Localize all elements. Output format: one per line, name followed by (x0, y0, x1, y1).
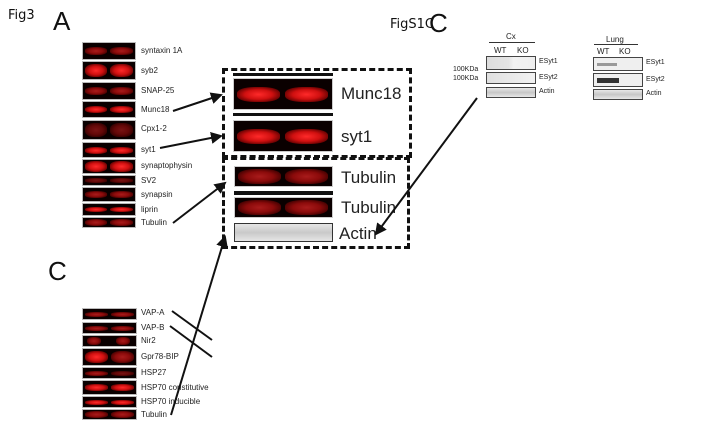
blot-label: syb2 (141, 66, 158, 75)
blot-nir2 (82, 335, 137, 347)
separator-bar (234, 191, 333, 195)
blot-hsp70-constitutive (82, 380, 137, 395)
blot-label: syntaxin 1A (141, 46, 183, 55)
tissue-underline (594, 44, 638, 45)
row-label: Actin (646, 90, 662, 97)
separator-bar (233, 113, 333, 116)
blot-label: Nir2 (141, 336, 156, 345)
panel-a-letter: A (53, 6, 71, 36)
zoom-label: Tubulin (341, 168, 397, 187)
zoom-label: syt1 (341, 127, 373, 146)
row-label: ESyt2 (539, 74, 558, 81)
tissue-label-cx: Cx (506, 32, 516, 41)
blot-label: liprin (141, 205, 158, 214)
blot-label: HSP70 inducible (141, 397, 201, 406)
row-label: ESyt1 (539, 58, 558, 65)
blot-label: SNAP-25 (141, 86, 175, 95)
strike-line-vap-a (171, 310, 213, 341)
zoom-blot-tubulin-2 (234, 197, 333, 218)
blot-label: synaptophysin (141, 161, 193, 170)
fig3-label: Fig3 (8, 8, 35, 23)
zoom-box-bottom-frame (222, 157, 410, 249)
arrow-tubulin-c (170, 235, 228, 416)
row-label: Actin (539, 88, 555, 95)
blot-tubulin-c (82, 409, 137, 420)
blot-label: Gpr78-BIP (141, 352, 179, 361)
blot-tubulin (82, 217, 136, 228)
blot-liprin (82, 203, 136, 216)
blot-label: Munc18 (141, 105, 170, 114)
zoom-blot-syt1 (233, 120, 333, 152)
blot-vap-a (82, 308, 137, 320)
figs1c-letter: C (429, 8, 448, 38)
blot-lung-actin (593, 89, 643, 100)
blot-label: synapsin (141, 190, 173, 199)
arrow-tubulin-a (172, 181, 227, 224)
blot-label: SV2 (141, 176, 157, 185)
blot-lung-esyt1 (593, 57, 643, 71)
blot-hsp27 (82, 367, 137, 379)
blot-hsp70-inducible (82, 396, 137, 408)
separator-bar (233, 73, 333, 76)
blot-cx-esyt2 (486, 72, 536, 84)
arrow-syt1 (159, 132, 223, 149)
arrow-munc18 (172, 92, 223, 112)
blot-snap-25 (82, 82, 136, 100)
blot-sv2 (82, 175, 136, 186)
blot-label: Tubulin (141, 410, 167, 419)
blot-cpx1-2 (82, 120, 136, 140)
zoom-label: Tubulin (341, 198, 397, 217)
blot-label: syt1 (141, 145, 156, 154)
tissue-label-lung: Lung (606, 35, 624, 44)
blot-label: HSP27 (141, 368, 167, 377)
blot-syt1 (82, 142, 136, 158)
zoom-blot-actin (234, 223, 333, 242)
lane-label-wt: WT (494, 46, 507, 55)
figs1c-label: FigS1C (390, 17, 434, 32)
blot-label: Cpx1-2 (141, 124, 167, 133)
blot-cx-esyt1 (486, 56, 536, 70)
zoom-blot-tubulin-1 (234, 166, 333, 187)
mw-marker: 100KDa (453, 66, 479, 73)
blot-lung-esyt2 (593, 73, 643, 87)
blot-syb2 (82, 61, 136, 80)
strike-line-vap-b (169, 325, 213, 358)
blot-label: HSP70 constitutive (141, 383, 209, 392)
blot-label: VAP-A (141, 308, 165, 317)
lane-label-ko: KO (619, 47, 631, 56)
row-label: ESyt2 (646, 76, 665, 83)
tissue-underline (489, 42, 535, 43)
arrow-actin (374, 97, 478, 236)
panel-c-letter: C (48, 256, 67, 286)
blot-label: VAP-B (141, 323, 165, 332)
row-label: ESyt1 (646, 59, 665, 66)
zoom-label: Actin (339, 224, 377, 243)
zoom-label: Munc18 (341, 84, 402, 103)
zoom-blot-munc18 (233, 78, 333, 110)
blot-cx-actin (486, 87, 536, 98)
blot-gpr78-bip (82, 348, 137, 366)
blot-synaptophysin (82, 159, 136, 174)
blot-vap-b (82, 322, 137, 334)
blot-synapsin (82, 187, 136, 202)
blot-label: Tubulin (141, 218, 167, 227)
blot-syntaxin-1a (82, 42, 136, 60)
zoom-box-top-frame (222, 68, 412, 158)
lane-label-ko: KO (517, 46, 529, 55)
blot-munc18 (82, 101, 136, 118)
lane-label-wt: WT (597, 47, 610, 56)
mw-marker: 100KDa (453, 75, 479, 82)
